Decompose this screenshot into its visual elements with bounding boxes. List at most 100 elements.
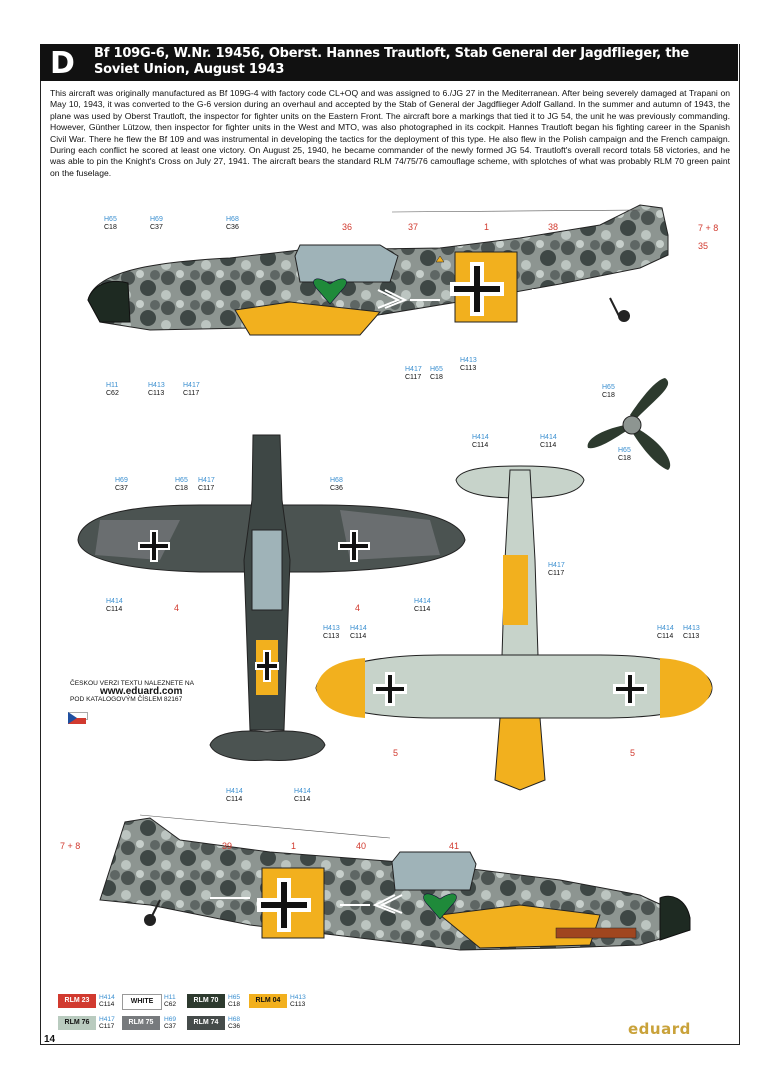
callout-label: C114 bbox=[540, 442, 556, 449]
czech-note: ČESKOU VERZI TEXTU NALEZNETE NA www.edua… bbox=[70, 680, 280, 704]
callout-label: H65 bbox=[618, 447, 631, 454]
callout-label: H417 bbox=[405, 366, 422, 373]
page-number: 14 bbox=[44, 1034, 56, 1045]
marking-number: 39 bbox=[222, 841, 232, 851]
callout-label: H65 bbox=[602, 384, 615, 391]
czech-flag-icon bbox=[68, 712, 88, 724]
callout-label: C62 bbox=[106, 390, 119, 397]
swatch-white: WHITE bbox=[122, 994, 162, 1010]
callout-label: C37 bbox=[150, 224, 163, 231]
callout-label: C117 bbox=[183, 390, 199, 397]
callout-label: H68 bbox=[330, 477, 343, 484]
callout-label: C114 bbox=[472, 442, 488, 449]
callout-label: H414 bbox=[540, 434, 557, 441]
page-frame bbox=[40, 44, 740, 1045]
callout-label: C114 bbox=[657, 633, 673, 640]
callout-label: C114 bbox=[226, 796, 242, 803]
swatch-code: C37 bbox=[164, 1023, 177, 1030]
marking-number: 7 + 8 bbox=[60, 841, 80, 851]
swatch-code: C117 bbox=[99, 1023, 115, 1030]
swatch-rlm70: RLM 70 bbox=[187, 994, 225, 1008]
swatch-code: H11 bbox=[164, 994, 176, 1001]
swatch-rlm75: RLM 75 bbox=[122, 1016, 160, 1030]
callout-label: C18 bbox=[618, 455, 631, 462]
callout-label: C36 bbox=[330, 485, 343, 492]
callout-label: H417 bbox=[198, 477, 215, 484]
swatch-code: C113 bbox=[290, 1001, 306, 1008]
callout-label: H413 bbox=[683, 625, 700, 632]
callout-label: H414 bbox=[226, 788, 243, 795]
swatch-code: H413 bbox=[290, 994, 306, 1001]
swatch-code: C36 bbox=[228, 1023, 241, 1030]
eduard-logo: eduard bbox=[628, 1020, 691, 1038]
callout-label: H65 bbox=[430, 366, 443, 373]
swatch-rlm23: RLM 23 bbox=[58, 994, 96, 1008]
swatch-code: H68 bbox=[228, 1016, 241, 1023]
profile-description: This aircraft was originally manufacture… bbox=[50, 88, 730, 178]
callout-label: C37 bbox=[115, 485, 128, 492]
top-view: H69 C37 H65 C18 H417 C117 H68 C36 H414 C… bbox=[77, 434, 466, 803]
swatch-code: H69 bbox=[164, 1016, 177, 1023]
callout-label: H417 bbox=[548, 562, 565, 569]
swatch-code: H65 bbox=[228, 994, 241, 1001]
marking-number: 7 + 8 bbox=[698, 223, 718, 233]
swatch-rlm04: RLM 04 bbox=[249, 994, 287, 1008]
callout-label: C114 bbox=[294, 796, 310, 803]
swatch-code: C114 bbox=[99, 1001, 115, 1008]
callout-label: H414 bbox=[472, 434, 489, 441]
callout-label: H11 bbox=[106, 382, 118, 389]
marking-number: 36 bbox=[342, 222, 352, 232]
swatch-code: H417 bbox=[99, 1016, 115, 1023]
callout-label: H65 bbox=[104, 216, 117, 223]
callout-label: C113 bbox=[460, 365, 476, 372]
callout-label: C18 bbox=[602, 392, 615, 399]
callout-label: H413 bbox=[148, 382, 165, 389]
callout-label: H414 bbox=[106, 598, 123, 605]
marking-number: 1 bbox=[291, 841, 296, 851]
marking-number: 37 bbox=[408, 222, 418, 232]
callout-label: C114 bbox=[414, 606, 430, 613]
marking-number: 38 bbox=[548, 222, 558, 232]
marking-number: 41 bbox=[449, 841, 459, 851]
swatch-code: H414 bbox=[99, 994, 115, 1001]
callout-label: C117 bbox=[198, 485, 214, 492]
callout-label: C36 bbox=[226, 224, 239, 231]
callout-label: H414 bbox=[350, 625, 367, 632]
marking-number: 40 bbox=[356, 841, 366, 851]
callout-label: C114 bbox=[106, 606, 122, 613]
marking-number: 4 bbox=[174, 603, 179, 613]
czech-note-line3: POD KATALOGOVÝM ČÍSLEM 82167 bbox=[70, 696, 183, 703]
czech-note-url[interactable]: www.eduard.com bbox=[100, 686, 183, 697]
marking-number: 1 bbox=[484, 222, 489, 232]
swatch-rlm76: RLM 76 bbox=[58, 1016, 96, 1030]
callout-label: C117 bbox=[405, 374, 421, 381]
side-view-left bbox=[87, 204, 669, 336]
profile-header: D Bf 109G-6, W.Nr. 19456, Oberst. Hannes… bbox=[40, 44, 738, 81]
czech-note-line1: ČESKOU VERZI TEXTU NALEZNETE NA bbox=[70, 680, 195, 687]
callout-label: C114 bbox=[350, 633, 366, 640]
profile-title: Bf 109G-6, W.Nr. 19456, Oberst. Hannes T… bbox=[94, 46, 690, 77]
callout-label: H413 bbox=[460, 357, 477, 364]
callout-label: C18 bbox=[104, 224, 117, 231]
marking-number: 5 bbox=[393, 748, 398, 758]
callout-label: H414 bbox=[657, 625, 674, 632]
callout-label: C117 bbox=[548, 570, 564, 577]
callout-label: C113 bbox=[683, 633, 699, 640]
marking-number: 5 bbox=[630, 748, 635, 758]
callout-label: H69 bbox=[115, 477, 128, 484]
callout-label: H413 bbox=[323, 625, 340, 632]
profile-letter: D bbox=[50, 46, 75, 81]
side-view-callouts: H65 C18 H69 C37 H68 C36 H11 C62 H413 C11… bbox=[104, 216, 718, 397]
callout-label: H414 bbox=[414, 598, 431, 605]
callout-label: H65 bbox=[175, 477, 188, 484]
side-view-right: 7 + 8 39 1 40 41 bbox=[60, 814, 691, 951]
swatch-rlm74: RLM 74 bbox=[187, 1016, 225, 1030]
bottom-view: H414 C114 H414 C114 H417 C117 H413 C113 … bbox=[315, 434, 713, 791]
callout-label: H68 bbox=[226, 216, 239, 223]
callout-label: C18 bbox=[175, 485, 188, 492]
swatch-code: C18 bbox=[228, 1001, 241, 1008]
callout-label: H417 bbox=[183, 382, 200, 389]
callout-label: C18 bbox=[430, 374, 443, 381]
marking-number: 4 bbox=[355, 603, 360, 613]
